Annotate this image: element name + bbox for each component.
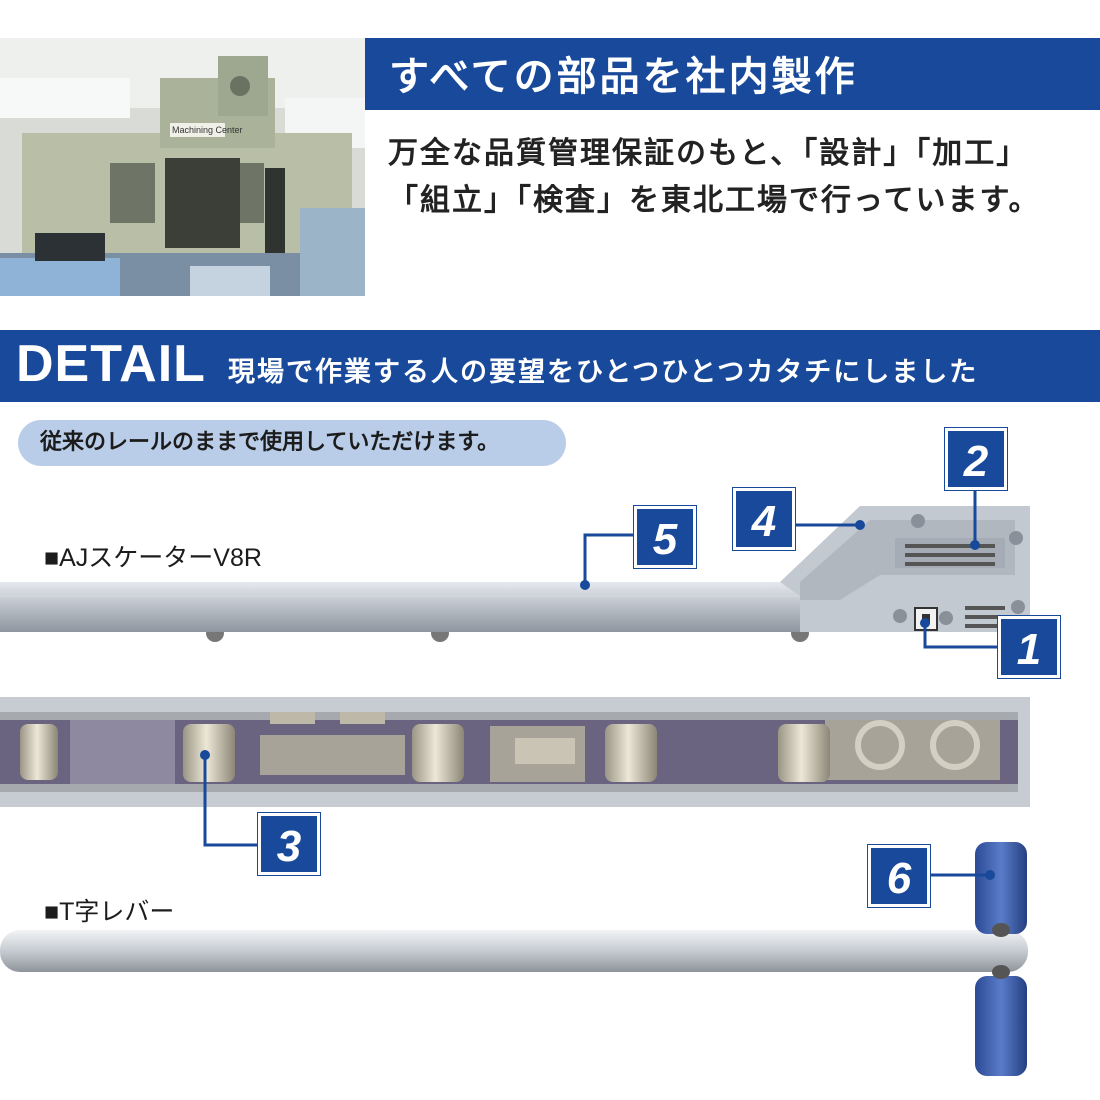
detail-heading: DETAIL — [16, 335, 206, 393]
top-description-line-1: 万全な品質管理保証のもと、「設計」「加工」 — [388, 136, 1029, 171]
lever-product-label: ■T字レバー — [44, 898, 175, 926]
detail-subheading: 現場で作業する人の要望をひとつひとつカタチにしました — [228, 357, 979, 388]
callout-badge-6: 6 — [868, 845, 930, 907]
compatibility-note: 従来のレールのままで使用していただけます。 — [18, 420, 566, 466]
detail-banner: DETAIL 現場で作業する人の要望をひとつひとつカタチにしました — [0, 330, 1100, 402]
callout-badge-5: 5 — [634, 506, 696, 568]
callout-badge-2: 2 — [945, 428, 1007, 490]
callout-badge-4: 4 — [733, 488, 795, 550]
top-banner: すべての部品を社内製作 — [365, 38, 1100, 110]
top-description-line-2: 「組立」「検査」を東北工場で行っています。 — [388, 183, 1041, 218]
skater-product-label: ■AJスケーターV8R — [44, 544, 262, 572]
callout-badge-3: 3 — [258, 813, 320, 875]
factory-photo — [0, 38, 365, 296]
skater-rail — [0, 506, 1030, 642]
top-description: 万全な品質管理保証のもと、「設計」「加工」 「組立」「検査」を東北工場で行ってい… — [388, 130, 1088, 224]
machine-nameplate: Machining Center — [172, 125, 243, 135]
skater-roller-section — [0, 697, 1030, 807]
t-lever — [0, 842, 1028, 1076]
top-title: すべての部品を社内製作 — [389, 54, 858, 100]
callout-badge-1: 1 — [998, 616, 1060, 678]
